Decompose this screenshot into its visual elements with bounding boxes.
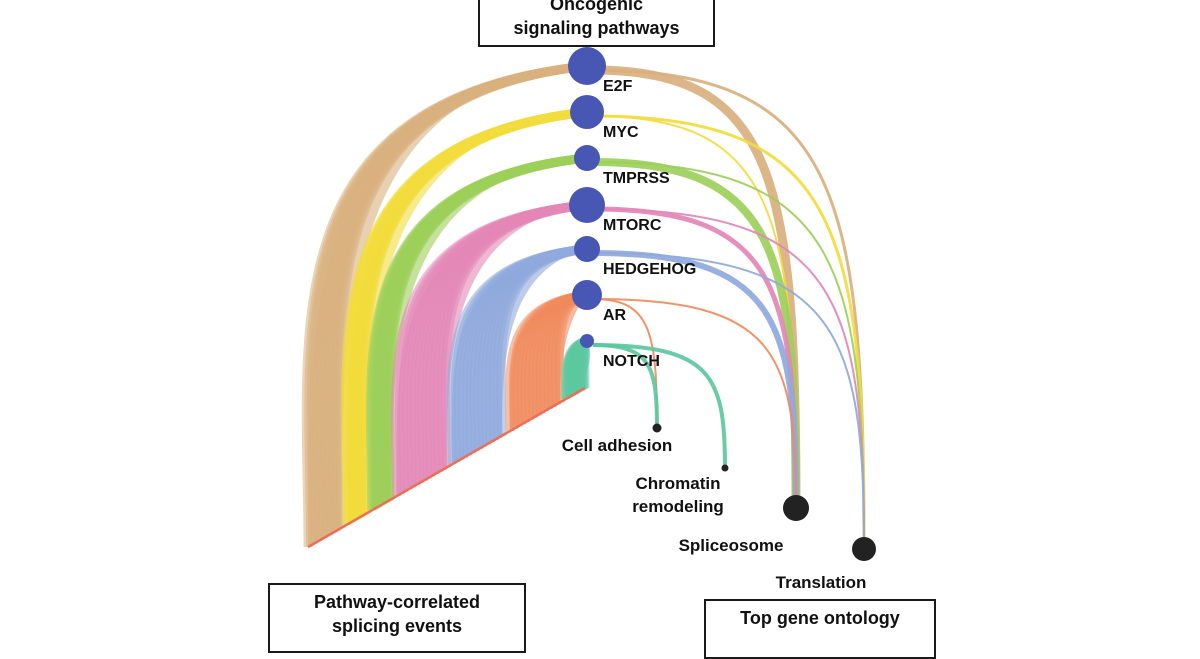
ontology-arc-ar: [592, 298, 797, 509]
box-line: signaling pathways: [513, 18, 680, 38]
splicing-events-box: Pathway-correlated splicing events: [268, 583, 526, 653]
box-line: Oncogenic: [549, 0, 643, 14]
fan-myc: [340, 107, 588, 525]
fan-body: [509, 295, 587, 431]
pathway-nodes: E2F MYC TMPRSS MTORC HEDGEHOG AR NOTCH: [568, 47, 696, 370]
ontology-arc-hedgehog: [592, 252, 865, 550]
fan-mtorc: [390, 200, 588, 497]
gene-ontology-box: Top gene ontology: [704, 599, 936, 659]
fan-notch: [560, 336, 592, 400]
oncogenic-pathways-box: Oncogenic signaling pathways: [478, 0, 715, 47]
pathway-label-ar: AR: [603, 307, 627, 324]
pathway-node-e2f: [568, 47, 606, 85]
pathway-label-e2f: E2F: [603, 78, 633, 95]
fan-body: [564, 341, 591, 400]
ontology-arcs: [592, 65, 866, 550]
term-label-cell-adhesion: Cell adhesion: [562, 436, 673, 455]
box-line: splicing events: [331, 616, 463, 636]
splicing-events-baseline: [307, 386, 586, 549]
fan-tmprss: [365, 153, 588, 511]
ontology-term-nodes: [652, 423, 876, 561]
pathway-label-mtorc: MTORC: [603, 217, 662, 234]
pathway-node-hedgehog: [574, 236, 600, 262]
term-node-spliceosome: [783, 495, 809, 521]
fan-body: [451, 249, 587, 465]
pathway-label-tmprss: TMPRSS: [603, 170, 670, 187]
fan-body: [307, 66, 587, 547]
pathway-node-myc: [570, 95, 604, 129]
ontology-arc-tmprss: [592, 158, 800, 509]
term-label-chromatin: Chromatin: [636, 474, 721, 493]
ontology-arc-hedgehog: [592, 250, 799, 509]
term-label-remodeling: remodeling: [632, 497, 724, 516]
fan-body: [371, 158, 587, 511]
pathway-label-hedgehog: HEDGEHOG: [603, 261, 696, 278]
fan-body: [346, 112, 587, 525]
pathway-node-tmprss: [574, 145, 600, 171]
term-node-translation: [852, 537, 876, 561]
pathway-node-mtorc: [569, 187, 605, 223]
fan-body: [396, 205, 587, 497]
box-line: Pathway-correlated: [313, 592, 481, 612]
term-node-cell-adhesion: [652, 423, 662, 433]
ontology-arc-notch: [592, 343, 727, 469]
fan-e2f: [301, 61, 588, 548]
pathway-label-myc: MYC: [603, 124, 639, 141]
term-label-spliceosome: Spliceosome: [679, 536, 784, 555]
term-node-chromatin-remodeling: [721, 464, 729, 472]
pathway-node-notch: [580, 334, 594, 348]
pathway-node-ar: [572, 280, 602, 310]
splicing-correlation-fans: [301, 61, 592, 548]
term-label-translation: Translation: [776, 573, 867, 592]
pathway-label-notch: NOTCH: [603, 353, 660, 370]
ontology-term-labels: Cell adhesion Chromatin remodeling Splic…: [562, 436, 867, 592]
fan-hedgehog: [446, 244, 588, 465]
pathway-arc-diagram: E2F MYC TMPRSS MTORC HEDGEHOG AR NOTCH Cell ad…: [301, 47, 876, 592]
box-line: Top gene ontology: [740, 608, 900, 628]
